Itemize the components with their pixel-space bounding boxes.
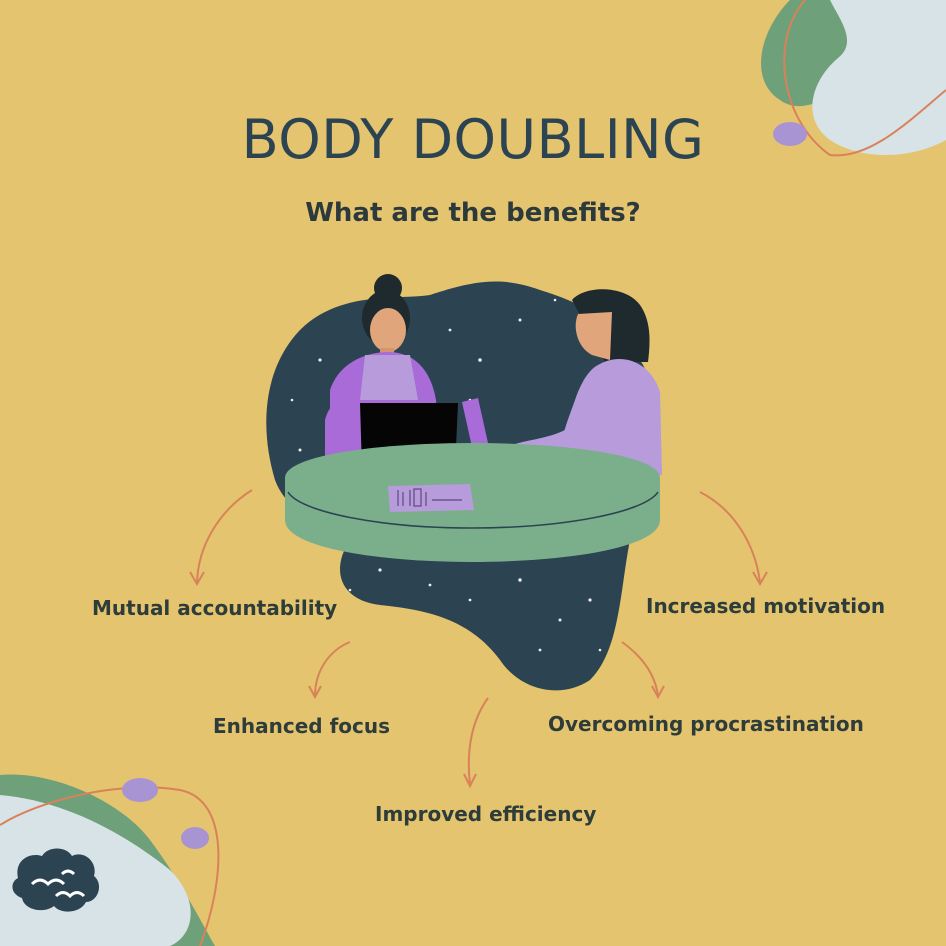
arrow-to-overcoming-procrastination: [621, 641, 665, 700]
brain-logo-icon: [12, 848, 100, 912]
page-subtitle: What are the benefits?: [305, 198, 641, 228]
top-right-blue-blob: [812, 0, 946, 155]
benefit-mutual-accountability: Mutual accountability: [92, 596, 338, 620]
top-right-lavender-dot: [773, 122, 807, 146]
benefit-increased-motivation: Increased motivation: [646, 594, 886, 618]
arrow-to-increased-motivation: [699, 491, 768, 586]
round-table: [285, 443, 660, 562]
bottom-left-lavender-dot-2: [181, 827, 209, 849]
bottom-left-curve-line: [0, 786, 220, 946]
page-title: BODY DOUBLING: [241, 108, 705, 171]
arrow-to-enhanced-focus: [308, 641, 351, 700]
arrow-to-improved-efficiency: [463, 697, 489, 789]
benefit-enhanced-focus: Enhanced focus: [213, 714, 391, 738]
benefit-improved-efficiency: Improved efficiency: [375, 802, 597, 826]
arrow-to-mutual-accountability: [189, 489, 253, 586]
benefit-overcoming-procrastination: Overcoming procrastination: [548, 712, 864, 736]
bottom-left-lavender-dot: [122, 778, 158, 802]
top-right-curve-line: [783, 0, 946, 157]
